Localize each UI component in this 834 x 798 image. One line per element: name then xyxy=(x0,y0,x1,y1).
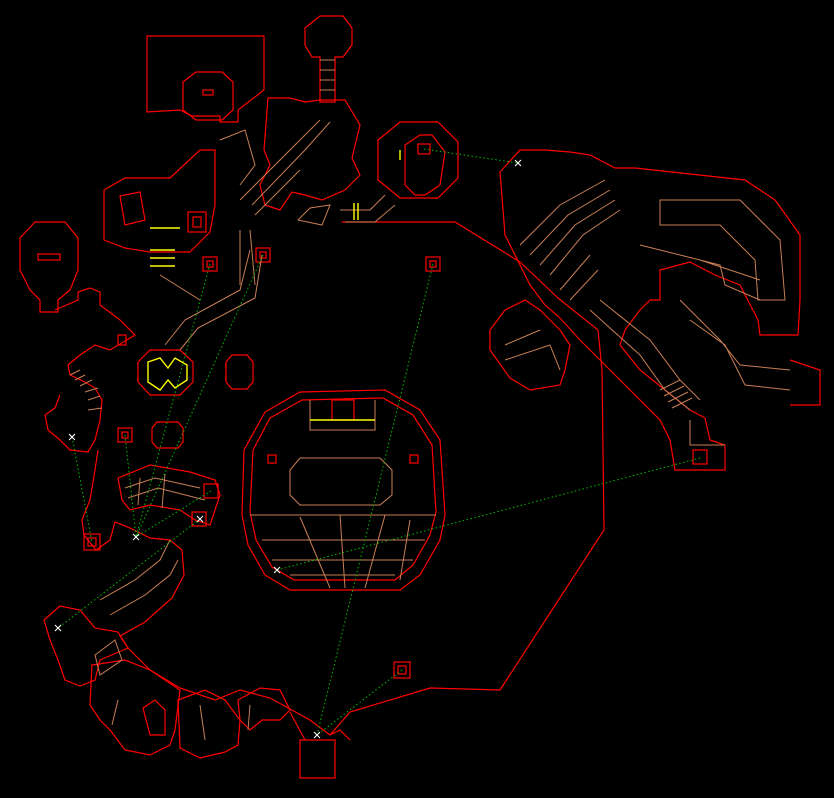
top-box xyxy=(146,35,265,123)
teleport-sw xyxy=(57,518,201,629)
east-pit xyxy=(689,420,725,446)
ne-link xyxy=(340,194,396,223)
central-bay xyxy=(309,400,376,431)
central-pillar-small xyxy=(331,399,355,421)
pillar-3 xyxy=(425,256,441,272)
map-doors xyxy=(147,150,401,421)
door-octa xyxy=(147,357,188,391)
south-exit xyxy=(299,739,336,779)
octa-pillar-b xyxy=(151,421,184,449)
pillar-7 xyxy=(203,483,219,499)
east-arm-end xyxy=(789,359,821,406)
map-steps xyxy=(69,59,791,741)
north-ramp-lines xyxy=(219,119,331,216)
east-lower-arm xyxy=(589,299,791,411)
central-steps xyxy=(250,514,436,589)
curved-ramp-lines xyxy=(124,473,206,509)
sw-cave-1 xyxy=(43,605,129,687)
teleport-east xyxy=(276,457,701,571)
pillar-6-in xyxy=(397,665,407,675)
teleport-ne xyxy=(423,148,519,164)
east-stripes xyxy=(519,179,621,301)
pillar-5 xyxy=(83,533,101,551)
wc-switch xyxy=(117,334,127,346)
far-west-slot xyxy=(37,253,61,261)
arena-outline xyxy=(119,221,605,736)
pillar-2 xyxy=(255,247,271,263)
left-lower xyxy=(81,449,151,551)
pillar-4 xyxy=(117,427,133,443)
marker-central xyxy=(273,566,281,574)
west-inner-room xyxy=(119,191,146,226)
dogleg-lines xyxy=(504,329,561,371)
teleport-lines xyxy=(57,148,701,736)
curved-ramp xyxy=(117,464,221,526)
pillar-4-in xyxy=(121,431,129,439)
door-north-link xyxy=(353,203,359,220)
sw-cave-2 xyxy=(89,659,181,756)
teleport-west xyxy=(71,436,93,543)
teleport-north xyxy=(316,263,434,736)
marker-ne xyxy=(514,159,522,167)
teleport-p1 xyxy=(135,263,211,538)
east-dogleg xyxy=(489,299,571,391)
east-bars xyxy=(659,379,693,409)
top-box-inner xyxy=(182,71,234,121)
pillar-3-in xyxy=(429,260,437,268)
pillar-2-in xyxy=(259,251,267,259)
marker-sw xyxy=(54,624,62,632)
teleport-p2 xyxy=(135,254,264,538)
south-exit-link xyxy=(289,711,351,741)
west-crate xyxy=(187,211,207,233)
top-box-switch xyxy=(202,89,214,96)
west-crate-inner xyxy=(192,216,202,228)
right-alcove xyxy=(409,454,419,464)
marker-left xyxy=(132,533,140,541)
east-arm xyxy=(639,199,786,301)
ne-switch xyxy=(417,143,431,155)
pillar-1 xyxy=(202,256,218,272)
cave-lines xyxy=(111,699,251,741)
north-passage xyxy=(259,97,361,211)
central-building xyxy=(241,389,446,591)
sw-pathway xyxy=(94,539,179,676)
north-slab xyxy=(296,204,331,226)
north-tower-steps xyxy=(320,59,335,91)
teleport-markers xyxy=(54,159,522,739)
octa-pillar-c xyxy=(137,349,194,396)
west-complex xyxy=(103,149,216,253)
marker-south xyxy=(313,731,321,739)
north-tower xyxy=(304,15,353,103)
ne-octagon-inner xyxy=(404,134,446,196)
pillar-1-in xyxy=(206,260,214,268)
marker-west xyxy=(68,433,76,441)
far-west-tower xyxy=(19,221,79,313)
sw-cave-3 xyxy=(177,689,241,759)
ne-octagon xyxy=(377,121,459,199)
teleport-south xyxy=(316,669,403,736)
east-switch xyxy=(692,449,708,465)
door-west xyxy=(150,249,175,267)
teleport-p4 xyxy=(124,434,137,538)
pillar-5-in xyxy=(87,537,97,547)
central-building-inner xyxy=(249,397,437,581)
marker-crate xyxy=(196,515,204,523)
central-platform xyxy=(289,457,393,506)
sw-rock xyxy=(142,699,166,736)
sw-cave-4 xyxy=(237,687,291,731)
pillar-8 xyxy=(191,511,207,527)
east-complex xyxy=(499,149,801,471)
west-path xyxy=(159,229,263,351)
octa-pillar-a xyxy=(225,354,254,390)
left-alcove xyxy=(267,454,277,464)
pillar-6 xyxy=(393,661,411,679)
west-corridor-steps xyxy=(69,369,103,411)
map-walls xyxy=(19,15,821,779)
teleport-p7 xyxy=(135,490,212,538)
